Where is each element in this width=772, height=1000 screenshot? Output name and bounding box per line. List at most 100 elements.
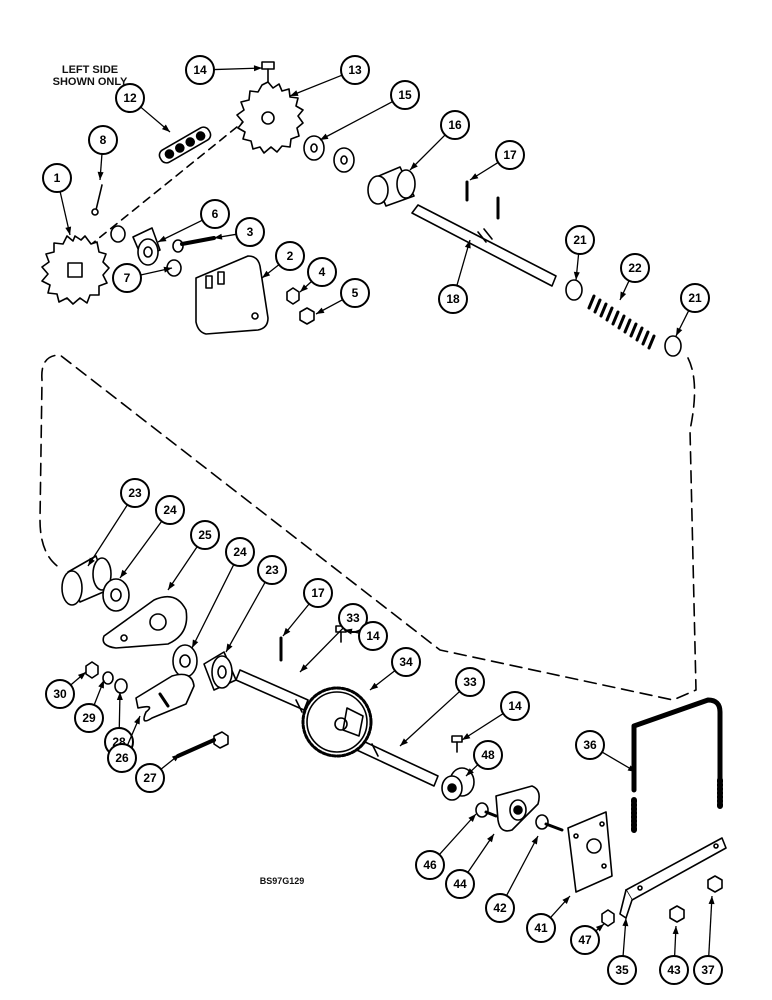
tensioner-arm-part (102, 595, 188, 649)
callout-13: 13 (289, 55, 370, 97)
callout-15: 15 (319, 80, 420, 141)
callout-18: 18 (438, 239, 471, 314)
small-sprocket-part (41, 235, 110, 305)
roller-chain-part (158, 126, 212, 164)
u-bolt-part (631, 697, 723, 793)
hex-nut-part (85, 661, 99, 679)
callout-12: 12 (115, 83, 171, 133)
callout-35: 35 (607, 917, 637, 985)
callout-circle (693, 955, 723, 985)
bushing-part (367, 166, 416, 207)
callout-37: 37 (693, 895, 723, 985)
callout-number: 41 (534, 921, 548, 935)
callout-8: 8 (88, 125, 118, 181)
callout-number: 26 (115, 751, 129, 765)
callout-circle (112, 263, 142, 293)
callout-circle (74, 703, 104, 733)
callout-circle (526, 913, 556, 943)
callout-2: 2 (261, 241, 305, 279)
callout-29: 29 (74, 679, 105, 733)
callout-circle (185, 55, 215, 85)
callout-1: 1 (42, 163, 72, 236)
leader-arrowhead (370, 682, 379, 690)
leader-arrowhead (573, 271, 580, 280)
callout-number: 16 (448, 118, 462, 132)
leader-line (708, 895, 713, 957)
callout-33: 33 (299, 603, 368, 673)
leader-arrowhead (562, 896, 570, 904)
callout-number: 17 (503, 148, 517, 162)
leader-arrowhead (98, 680, 104, 689)
view-note: LEFT SIDE SHOWN ONLY (40, 64, 140, 88)
leader-line (225, 581, 266, 653)
leader-arrowhead (163, 266, 172, 273)
callout-number: 43 (667, 963, 681, 977)
callout-number: 33 (463, 675, 477, 689)
callout-number: 25 (198, 528, 212, 542)
sprocket-alignment-line (77, 109, 259, 256)
callout-circle (485, 893, 515, 923)
callout-circle (495, 140, 525, 170)
spacer-part (132, 227, 161, 266)
callout-number: 33 (346, 611, 360, 625)
callout-43: 43 (659, 925, 689, 985)
callout-number: 14 (366, 629, 380, 643)
bolt-part (535, 814, 564, 832)
hub-part (61, 555, 112, 606)
callout-circle (107, 743, 137, 773)
callout-26: 26 (107, 715, 141, 773)
callout-number: 47 (578, 933, 592, 947)
callout-34: 34 (369, 647, 421, 691)
carriage-bolt-part (475, 802, 498, 818)
callout-number: 2 (287, 249, 294, 263)
callout-number: 22 (628, 261, 642, 275)
callout-14: 14 (461, 691, 530, 741)
leader-line (399, 690, 461, 747)
leader-arrowhead (253, 65, 262, 72)
callout-number: 37 (701, 963, 715, 977)
leader-arrowhead (316, 307, 325, 314)
guide-plate-part (135, 673, 195, 722)
callout-number: 14 (193, 63, 207, 77)
callout-14: 14 (185, 55, 263, 85)
drawing-code: BS97G129 (259, 876, 305, 886)
callout-number: 13 (348, 63, 362, 77)
hex-nut-part (669, 905, 685, 923)
washer-part (333, 147, 355, 173)
callout-circle (88, 125, 118, 155)
callout-circle (340, 55, 370, 85)
compression-spring-part (586, 292, 658, 352)
leader-arrowhead (65, 226, 72, 235)
bolt-part (172, 236, 216, 253)
callout-number: 48 (481, 748, 495, 762)
leader-arrowhead (487, 834, 494, 843)
leader-arrowhead (464, 240, 471, 249)
callout-circle (391, 647, 421, 677)
washer-part (114, 678, 128, 694)
leader-line (438, 813, 477, 856)
drive-sprocket-part (301, 686, 373, 758)
leader-arrowhead (462, 733, 471, 740)
washer-part (565, 279, 583, 301)
leader-arrowhead (595, 924, 604, 932)
callout-number: 18 (446, 292, 460, 306)
callout-circle (358, 621, 388, 651)
callout-circle (415, 850, 445, 880)
callout-circle (455, 667, 485, 697)
leader-arrowhead (168, 581, 175, 590)
small-bolt-part (451, 735, 463, 753)
callout-circle (42, 163, 72, 193)
callout-number: 23 (128, 486, 142, 500)
callout-number: 21 (688, 291, 702, 305)
callout-circle (390, 80, 420, 110)
washer-part (172, 644, 198, 678)
callout-7: 7 (112, 263, 173, 293)
callout-number: 12 (123, 91, 137, 105)
washer-part (102, 578, 130, 612)
callout-circle (307, 257, 337, 287)
callout-circle (607, 955, 637, 985)
leader-line (213, 67, 263, 71)
callout-number: 35 (615, 963, 629, 977)
callout-5: 5 (315, 278, 370, 315)
callout-16: 16 (409, 110, 470, 171)
